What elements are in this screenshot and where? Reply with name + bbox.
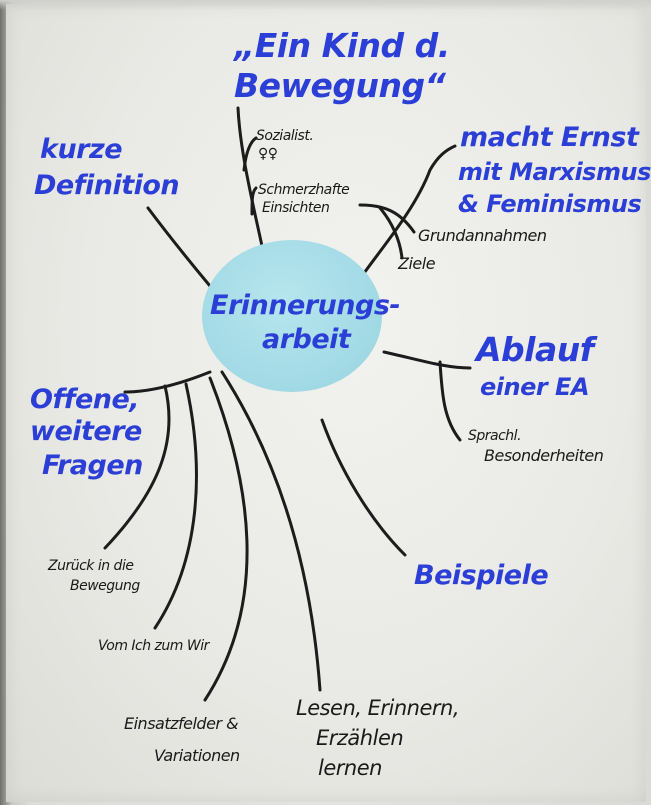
center-node <box>202 240 382 392</box>
topic-fragen-line1: Offene, <box>30 384 140 415</box>
subtopic-grundannahmen: Grundannahmen <box>418 226 547 245</box>
topic-ablauf-line1: Ablauf <box>476 330 594 369</box>
connector-zurueck <box>103 384 171 550</box>
topic-fragen-line3: Fragen <box>42 450 143 481</box>
connector-sprachl <box>438 360 462 442</box>
subtopic-zurueck-line1: Zurück in die <box>48 558 134 574</box>
topic-ablauf-line2: einer EA <box>480 373 590 401</box>
topic-marxismus-line1: macht Ernst <box>460 122 639 153</box>
topic-beispiele: Beispiele <box>414 560 549 591</box>
subtopic-lesen-line2: Erzählen <box>316 726 404 750</box>
topic-bewegung-line1: „Ein Kind d. <box>234 26 450 65</box>
connector-lesen <box>220 370 322 692</box>
paper-top-edge <box>0 0 651 10</box>
subtopic-sozialist-line1: Sozialist. <box>256 128 314 144</box>
topic-fragen-line2: weitere <box>30 416 142 447</box>
connector-bewegung <box>236 106 264 248</box>
subtopic-einsatz-line2: Variationen <box>154 746 240 765</box>
connector-marxismus <box>360 144 457 278</box>
subtopic-ichwir: Vom Ich zum Wir <box>98 638 209 654</box>
connector-definition <box>146 206 212 288</box>
center-label-line1: Erinnerungs- <box>210 290 401 321</box>
subtopic-einsichten-line2: Einsichten <box>262 200 330 216</box>
connector-ichwir <box>153 382 198 630</box>
connector-beispiele <box>320 418 407 557</box>
connector-ablauf <box>382 350 472 370</box>
subtopic-sprachl-line2: Besonderheiten <box>484 446 604 465</box>
connector-ziele <box>378 206 404 260</box>
subtopic-lesen-line3: lernen <box>318 756 382 780</box>
connector-einsichten <box>250 186 258 216</box>
subtopic-zurueck-line2: Bewegung <box>70 578 140 594</box>
subtopic-einsatz-line1: Einsatzfelder & <box>124 714 239 733</box>
topic-definition-line1: kurze <box>40 134 123 165</box>
connector-grundannahmen <box>358 203 416 234</box>
subtopic-einsichten-line1: Schmerzhafte <box>258 182 350 198</box>
subtopic-lesen-line1: Lesen, Erinnern, <box>296 696 460 720</box>
topic-marxismus-line2: mit Marxismus <box>458 158 651 186</box>
connector-einsatz <box>203 376 249 702</box>
subtopic-sozialist-line2: ♀♀ <box>258 146 278 162</box>
topic-definition-line2: Definition <box>34 170 180 201</box>
subtopic-ziele: Ziele <box>398 254 436 273</box>
connector-sozialist <box>242 136 258 172</box>
topic-marxismus-line3: & Feminismus <box>458 190 642 218</box>
center-label-line2: arbeit <box>262 324 351 355</box>
subtopic-sprachl-line1: Sprachl. <box>468 428 522 444</box>
topic-bewegung-line2: Bewegung“ <box>234 66 446 105</box>
flipchart-paper <box>6 4 646 802</box>
